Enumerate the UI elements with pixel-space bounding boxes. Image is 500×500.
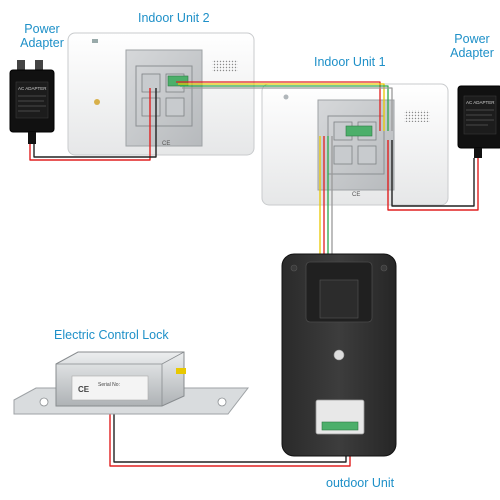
outdoor-unit-terminal-block: [321, 421, 359, 431]
power-adapter-right-line1: Power: [454, 32, 490, 46]
indoor-unit-1-bracket: [317, 99, 395, 191]
lock-screw-hole-right: [217, 397, 227, 407]
lock-screw-hole-left: [39, 397, 49, 407]
indoor-unit-2-label: Indoor Unit 2: [138, 11, 210, 25]
electric-control-lock: CE Serial No:: [13, 351, 250, 415]
indoor-unit-1-terminal-block: [345, 125, 373, 137]
power-adapter-right-line2: Adapter: [450, 46, 494, 60]
indoor-unit-1-label: Indoor Unit 1: [314, 55, 386, 69]
indoor-unit-1: CE: [261, 83, 449, 206]
indoor-unit-2-led: [94, 99, 100, 105]
lock-ce-mark: CE: [78, 385, 90, 394]
power-adapter-right-cord-boot: [474, 148, 482, 158]
lock-serial-label: Serial No:: [98, 382, 120, 388]
power-adapter-left-prong-a: [17, 60, 25, 72]
outdoor-unit-ce-badge: [333, 349, 345, 361]
outdoor-unit-screw-left: [290, 264, 298, 272]
wire-bus-green: [180, 85, 389, 131]
lock-wire-exit: [176, 368, 186, 374]
power-adapter-left-label: Power Adapter: [12, 22, 72, 50]
power-adapter-left-line1: Power: [24, 22, 60, 36]
wire-bus-gray: [182, 87, 393, 131]
indoor-unit-2-speaker: [212, 60, 238, 72]
outdoor-unit: [281, 253, 397, 457]
power-adapter-left: AC ADAPTER: [9, 60, 55, 144]
outdoor-unit-label: outdoor Unit: [326, 476, 395, 490]
wire-left-adapter-black: [33, 88, 157, 158]
power-adapter-left-prong-b: [35, 60, 43, 72]
wire-right-adapter-red: [387, 140, 479, 211]
wire-left-adapter-red: [29, 88, 151, 161]
power-adapter-right: AC ADAPTER: [457, 85, 500, 158]
power-adapter-right-label: Power Adapter: [442, 32, 500, 60]
wire-bus-red: [176, 81, 381, 131]
lock-label-sticker: [71, 375, 149, 401]
indoor-unit-2-bracket: [125, 49, 203, 147]
indoor-unit-2: CE: [67, 32, 255, 156]
power-adapter-right-marking: AC ADAPTER: [466, 100, 495, 105]
electric-control-lock-label: Electric Control Lock: [54, 328, 169, 342]
indoor-unit-2-ce-mark: CE: [162, 141, 170, 147]
indoor-unit-2-top-mark: [92, 39, 98, 43]
indoor-unit-2-terminal-block: [167, 75, 189, 87]
power-adapter-left-marking: AC ADAPTER: [18, 86, 47, 91]
indoor-unit-1-speaker: [404, 110, 430, 122]
wire-right-adapter-black: [391, 140, 475, 207]
outdoor-unit-screw-right: [380, 264, 388, 272]
power-adapter-left-cord-boot: [28, 132, 36, 144]
indoor-unit-1-ce-mark: CE: [352, 192, 360, 198]
power-adapter-left-line2: Adapter: [20, 36, 64, 50]
wire-bus-yellow: [178, 83, 385, 131]
indoor-unit-1-sensor: [283, 94, 289, 100]
